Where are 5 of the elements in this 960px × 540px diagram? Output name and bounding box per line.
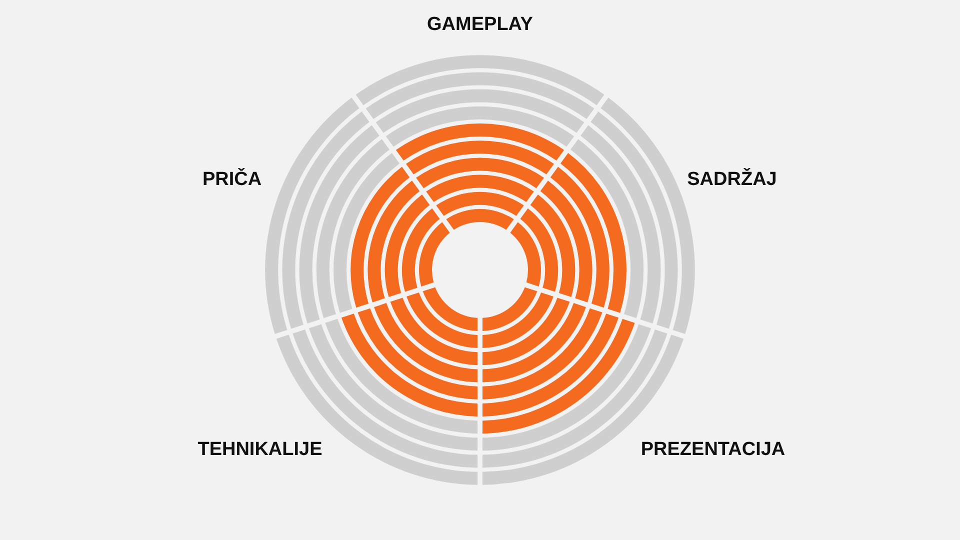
- category-label: SADRŽAJ: [687, 169, 777, 191]
- category-label: GAMEPLAY: [427, 14, 533, 36]
- category-label: PREZENTACIJA: [640, 439, 786, 461]
- category-label: TEHNIKALIJE: [198, 439, 322, 461]
- category-label: PRIČA: [202, 169, 262, 191]
